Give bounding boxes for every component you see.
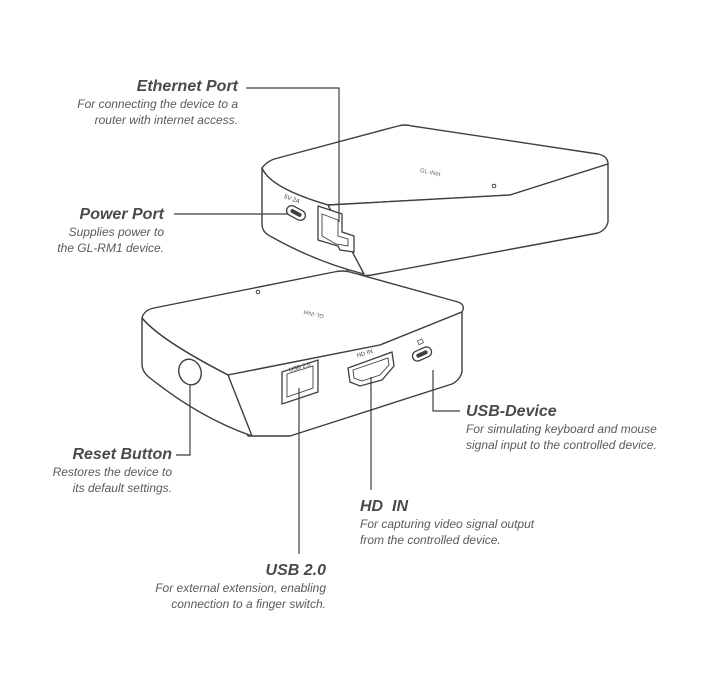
callout-power: Power Port Supplies power to the GL-RM1 … <box>57 205 164 256</box>
usb-device-marking-icon <box>416 338 425 346</box>
callout-usb2-title: USB 2.0 <box>265 562 326 579</box>
callout-usb2-desc-1: For external extension, enabling <box>155 581 326 595</box>
reset-leader <box>176 385 191 456</box>
callout-usb2-desc-2: connection to a finger switch. <box>171 597 326 611</box>
callout-reset: Reset Button Restores the device to its … <box>53 445 172 496</box>
callout-reset-desc-1: Restores the device to <box>52 465 172 479</box>
usb2-port <box>281 359 319 405</box>
ethernet-leader <box>246 87 340 222</box>
hdmi-marking: HD IN <box>356 349 373 360</box>
callout-power-desc-1: Supplies power to <box>68 225 164 239</box>
callout-usb-device-title: USB-Device <box>466 403 557 420</box>
front-device-led-dot <box>255 289 261 295</box>
callout-hd-in-desc-1: For capturing video signal output <box>360 517 535 531</box>
callout-usb2: USB 2.0 For external extension, enabling… <box>155 561 326 612</box>
callout-ethernet-title: Ethernet Port <box>136 78 238 95</box>
leader-lines <box>174 87 460 554</box>
reset-button <box>178 358 202 386</box>
hdmi-port <box>347 351 395 387</box>
callout-ethernet-desc-2: router with internet access. <box>94 113 238 127</box>
back-device <box>261 124 609 277</box>
callout-hd-in-title: HD IN <box>360 498 408 515</box>
back-brand-mark: GL·iNet <box>419 168 441 178</box>
usb-device-leader <box>432 370 460 412</box>
callout-power-title: Power Port <box>79 206 164 223</box>
callout-hd-in-desc-2: from the controlled device. <box>360 533 501 547</box>
callout-ethernet: Ethernet Port For connecting the device … <box>77 77 238 128</box>
callout-usb-device-desc-2: signal input to the controlled device. <box>466 438 657 452</box>
ethernet-port <box>317 205 355 253</box>
callout-ethernet-desc-1: For connecting the device to a <box>77 97 238 111</box>
front-device <box>141 270 465 437</box>
callout-power-desc-2: the GL-RM1 device. <box>57 241 164 255</box>
power-port-marking: 5V 2A <box>283 194 300 205</box>
callout-usb-device: USB-Device For simulating keyboard and m… <box>466 402 657 453</box>
callout-usb-device-desc-1: For simulating keyboard and mouse <box>466 422 657 436</box>
callout-reset-title: Reset Button <box>72 446 172 463</box>
callout-reset-desc-2: its default settings. <box>72 481 172 495</box>
front-brand-mark: GL·iNet <box>303 308 325 318</box>
back-device-led-dot <box>491 183 497 189</box>
callout-hd-in: HD IN For capturing video signal output … <box>360 497 534 548</box>
